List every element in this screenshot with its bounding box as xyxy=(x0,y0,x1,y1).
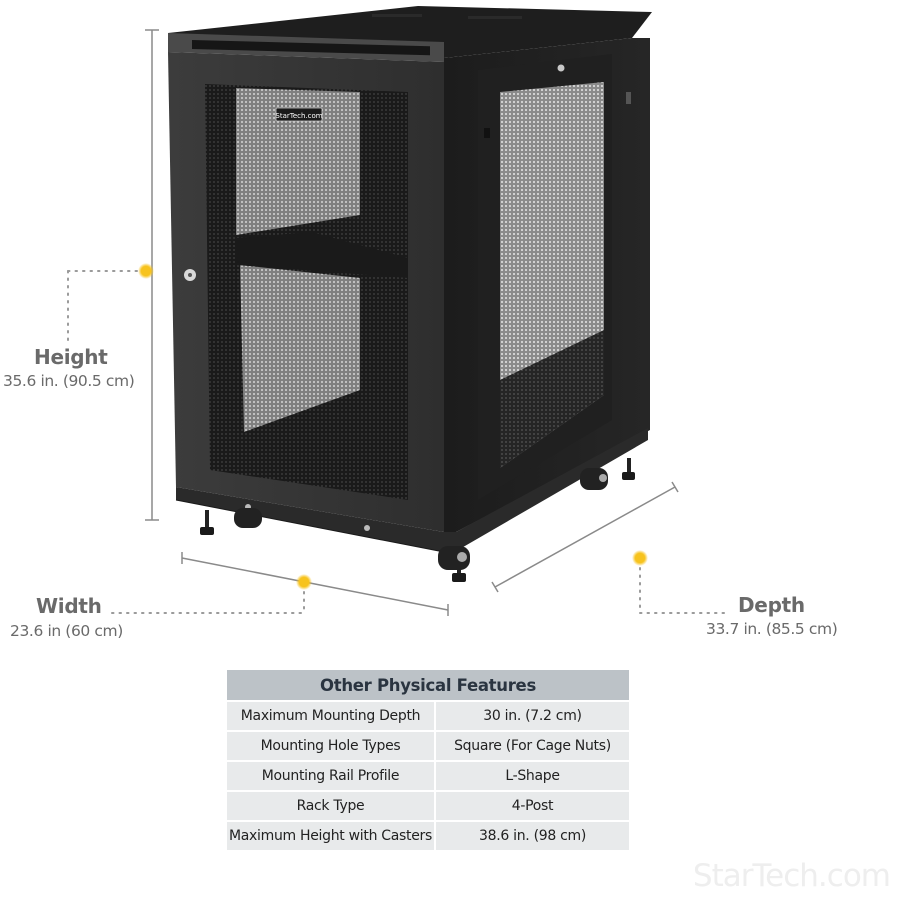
side-lock-icon xyxy=(557,64,565,72)
leveling-feet xyxy=(200,458,635,582)
brand-watermark: StarTech.com xyxy=(692,858,891,894)
row-value: 4-Post xyxy=(435,790,629,821)
depth-value: 33.7 in. (85.5 cm) xyxy=(706,620,838,638)
svg-text:StarTech.com: StarTech.com xyxy=(275,112,322,120)
row-value: 38.6 in. (98 cm) xyxy=(435,820,629,850)
row-value: L-Shape xyxy=(435,760,629,791)
table-title: Other Physical Features xyxy=(227,670,629,701)
height-dimension-line xyxy=(67,29,159,521)
row-label: Mounting Rail Profile xyxy=(227,760,436,791)
physical-features-table: Other Physical Features Maximum Mounting… xyxy=(227,670,629,850)
row-value: 30 in. (7.2 cm) xyxy=(435,700,629,731)
rack-cabinet: StarTech.com xyxy=(168,6,652,582)
row-label: Maximum Height with Casters xyxy=(227,820,436,850)
row-label: Rack Type xyxy=(227,790,436,821)
table-row: Rack Type 4-Post xyxy=(227,790,629,821)
table-row: Mounting Rail Profile L-Shape xyxy=(227,760,629,791)
top-vent-slots xyxy=(192,40,430,56)
row-label: Mounting Hole Types xyxy=(227,730,436,761)
row-value: Square (For Cage Nuts) xyxy=(435,730,629,761)
width-marker-dot xyxy=(296,574,312,590)
depth-dimension-line xyxy=(491,481,729,614)
table-row: Maximum Mounting Depth 30 in. (7.2 cm) xyxy=(227,700,629,731)
depth-label: Depth xyxy=(738,593,805,617)
width-value: 23.6 in (60 cm) xyxy=(10,622,123,640)
brand-badge: StarTech.com xyxy=(275,107,323,122)
row-label: Maximum Mounting Depth xyxy=(227,700,436,731)
table-row: Mounting Hole Types Square (For Cage Nut… xyxy=(227,730,629,761)
width-label: Width xyxy=(36,594,102,618)
depth-marker-dot xyxy=(632,550,648,566)
height-label: Height xyxy=(34,345,108,369)
width-dimension-line xyxy=(111,552,449,616)
casters xyxy=(234,468,608,570)
height-marker-dot xyxy=(138,263,154,279)
height-value: 35.6 in. (90.5 cm) xyxy=(3,372,135,390)
table-row: Maximum Height with Casters 38.6 in. (98… xyxy=(227,820,629,850)
